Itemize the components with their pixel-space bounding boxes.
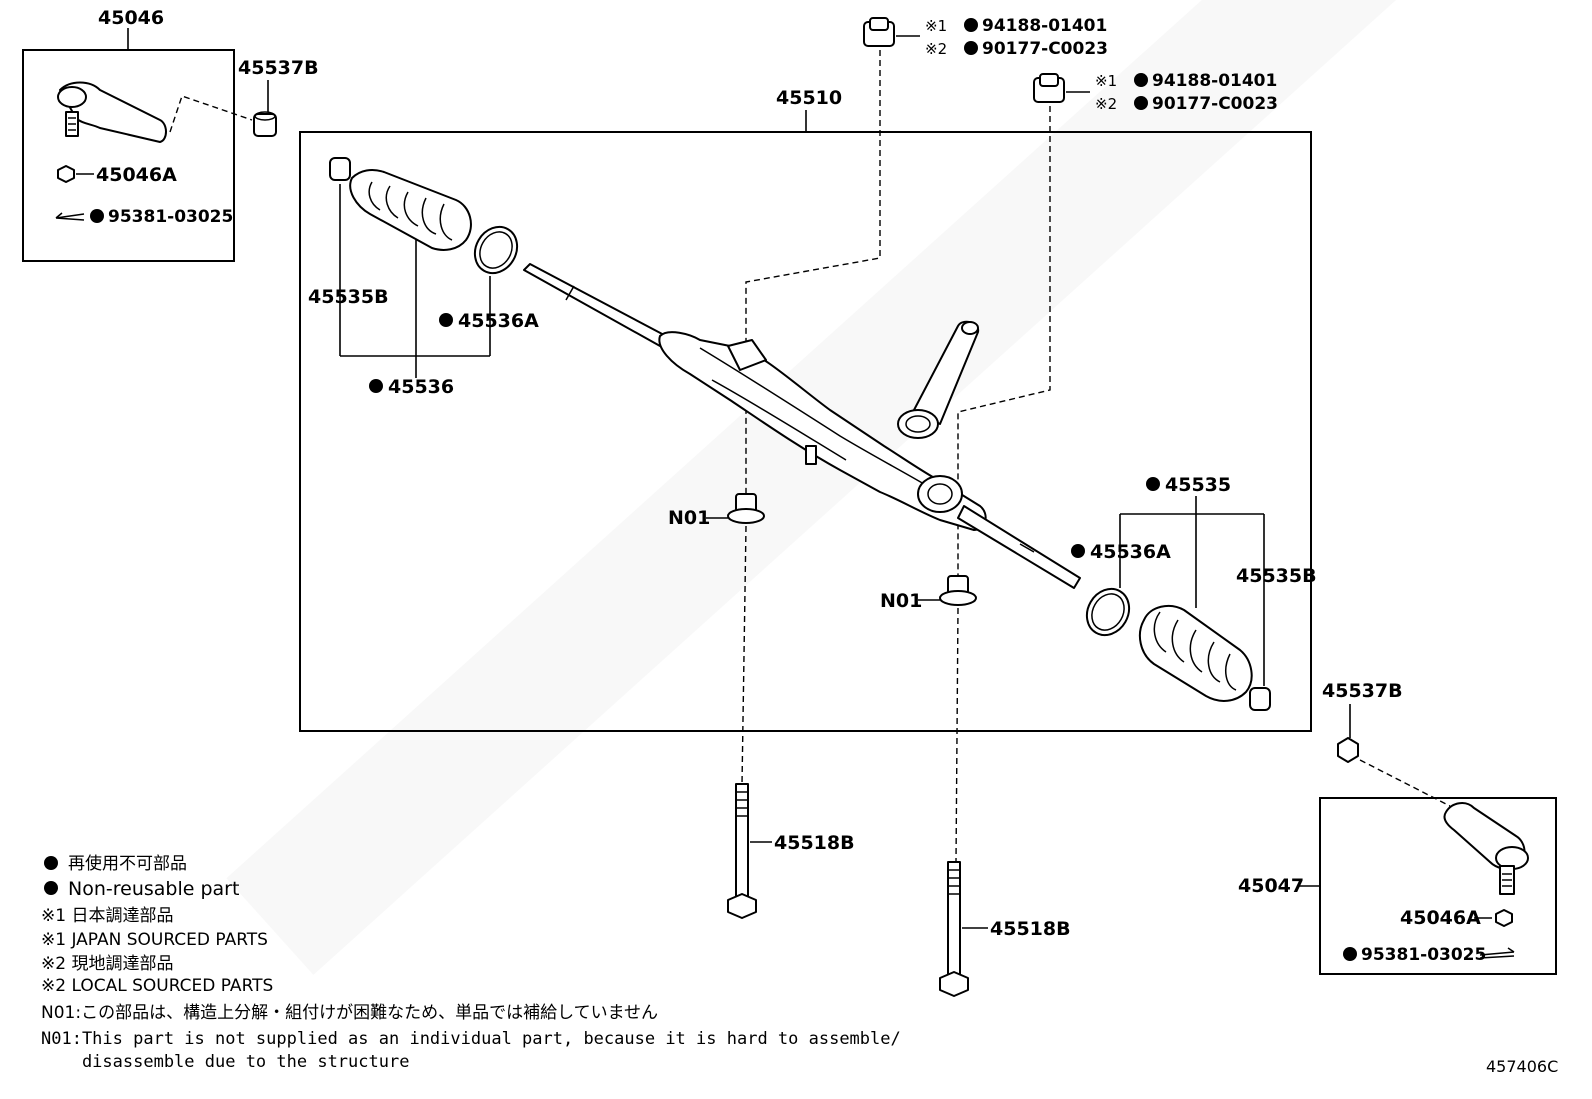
- label-45536A-lh: 45536A: [458, 310, 539, 332]
- mark-2-a: ※2: [925, 40, 947, 58]
- legend-mark1-en: ※1 JAPAN SOURCED PARTS: [41, 930, 268, 950]
- mark-1-a: ※1: [925, 17, 947, 35]
- bushing-b-group: N01: [880, 575, 977, 863]
- legend-n01-en-2: disassemble due to the structure: [41, 1052, 409, 1072]
- tie-rod-end-rh-group: 45047 45046A 95381-03025: [1238, 797, 1557, 975]
- legend-nonreusable-en: Non-reusable part: [68, 878, 239, 900]
- legend-n01-jp: N01:この部品は、構造上分解・組付けが困難なため、単品では補給していません: [41, 1003, 658, 1023]
- label-95381-03025-lh: 95381-03025: [108, 207, 233, 227]
- label-45535B-lh: 45535B: [308, 286, 389, 308]
- label-45046: 45046: [98, 7, 164, 29]
- legend-nonreusable-jp: 再使用不可部品: [68, 853, 187, 874]
- bolt-b-group: 45518B: [939, 861, 1071, 997]
- mark-1-b: ※1: [1095, 72, 1117, 90]
- legend-mark2-en: ※2 LOCAL SOURCED PARTS: [41, 976, 273, 996]
- label-45510: 45510: [776, 87, 842, 109]
- label-45535B-rh: 45535B: [1236, 565, 1317, 587]
- label-95381-03025-rh: 95381-03025: [1361, 945, 1486, 965]
- boot-lh-group: 45535B 45536A 45536: [308, 157, 539, 398]
- tie-rod-end-rh-icon: [1443, 802, 1529, 895]
- watermark: [226, 0, 1429, 975]
- label-45518B-a: 45518B: [774, 832, 855, 854]
- bushing-a-group: N01: [668, 493, 765, 785]
- label-45047: 45047: [1238, 875, 1304, 897]
- diagram-code: 457406C: [1486, 1057, 1558, 1076]
- label-45535: 45535: [1165, 474, 1231, 496]
- cotter-pin-lh-icon: [55, 212, 85, 221]
- boot-rh-group: 45535 45536A 45535B: [1071, 474, 1317, 711]
- mount-nut-1-icon: [863, 17, 895, 47]
- nut-rh-group: 45537B: [1322, 680, 1451, 807]
- nut-lh-group: 45537B: [238, 57, 319, 137]
- nonreusable-dot-icon: [44, 856, 58, 870]
- boot-band-lh-icon: [473, 225, 519, 275]
- bolt-a-icon: [727, 783, 757, 919]
- castle-nut-lh-icon: [57, 165, 75, 183]
- label-N01-a: N01: [668, 507, 710, 529]
- castle-nut-rh-icon: [1495, 909, 1513, 927]
- label-45046A-lh: 45046A: [96, 164, 177, 186]
- nonreusable-dot-icon-en: [44, 881, 58, 895]
- bolt-a-group: 45518B: [727, 783, 855, 919]
- legend: 再使用不可部品 Non-reusable part ※1 日本調達部品 ※1 J…: [41, 853, 901, 1072]
- bolt-b-icon: [939, 861, 969, 997]
- part-94188-01401-b: 94188-01401: [1152, 71, 1277, 91]
- boot-band-rh-icon: [1085, 587, 1131, 637]
- mark-2-b: ※2: [1095, 95, 1117, 113]
- steering-rack-icon: [523, 263, 1081, 589]
- nut-lh-icon: [253, 111, 277, 137]
- boot-lh-icon: [349, 169, 472, 251]
- legend-n01-en-1: N01:This part is not supplied as an indi…: [41, 1029, 901, 1049]
- legend-mark2-jp: ※2 現地調達部品: [41, 954, 173, 974]
- legend-mark1-jp: ※1 日本調達部品: [41, 906, 173, 926]
- boot-rh-icon: [1138, 604, 1253, 702]
- tie-rod-end-lh-icon: [57, 81, 167, 143]
- part-90177-C0023-a: 90177-C0023: [982, 39, 1108, 59]
- label-45046A-rh: 45046A: [1400, 907, 1481, 929]
- label-45537B-lh: 45537B: [238, 57, 319, 79]
- mount-nut-2-icon: [1033, 73, 1065, 103]
- bushing-a-icon: [727, 493, 765, 524]
- label-45536A-rh: 45536A: [1090, 541, 1171, 563]
- label-45537B-rh: 45537B: [1322, 680, 1403, 702]
- part-90177-C0023-b: 90177-C0023: [1152, 94, 1278, 114]
- part-94188-01401-a: 94188-01401: [982, 16, 1107, 36]
- cotter-pin-rh-icon: [1479, 947, 1515, 959]
- boot-clip-lh-icon: [329, 157, 351, 181]
- inset-box-lh: [22, 49, 235, 262]
- nut-rh-icon: [1337, 737, 1359, 763]
- tie-rod-end-lh-group: 45046 45046A 95381-03025: [22, 7, 253, 262]
- label-45518B-b: 45518B: [990, 918, 1071, 940]
- label-N01-b: N01: [880, 590, 922, 612]
- mount-nut-2-group: ※1 94188-01401 ※2 90177-C0023: [957, 71, 1278, 576]
- bushing-b-icon: [939, 575, 977, 606]
- label-45536: 45536: [388, 376, 454, 398]
- boot-clip-rh-icon: [1249, 687, 1271, 711]
